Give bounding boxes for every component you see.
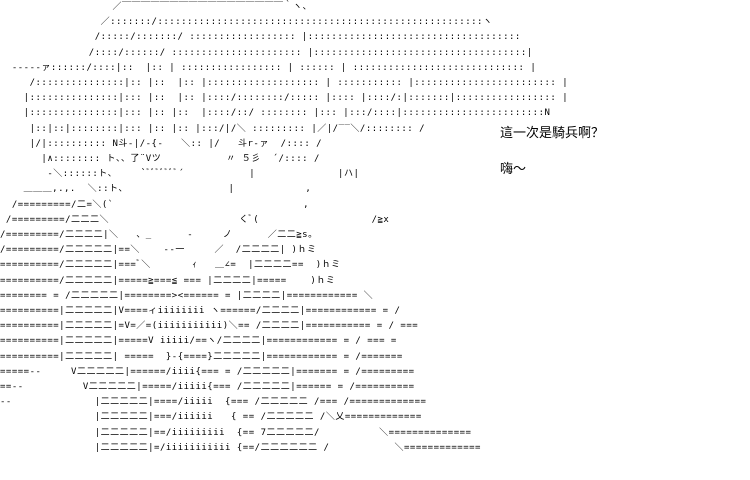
- ascii-art-line: /=========/二二二二二|==＼ ‐‐一 ／ /二二二二| )ｈミ: [0, 245, 317, 256]
- ascii-art-line: ==‐‐ V二二二二二|=====/iiiii{=== /二二二二二|=====…: [0, 382, 415, 393]
- ascii-art-line: =====‐‐ V二二二二二|======/iiii{=== = /二二二二二|…: [0, 366, 415, 377]
- ascii-art-line: ／￣￣￣￣￣￣￣￣￣￣￣￣￣￣￣￣￣｀ヽ、: [0, 2, 312, 12]
- ascii-art-line: |::|::|::::::::|::: |:: |:: |:::/|/＼ :::…: [0, 123, 426, 134]
- ascii-art-line: |二二二二二|=/iiiiiiiiiii {==/二二二二二二 / ＼=====…: [0, 442, 481, 453]
- ascii-art-line: ／:::::::/:::::::::::::::::::::::::::::::…: [0, 17, 493, 28]
- ascii-art-line: |:::::::::::::::|::: |:: |:: |::::/:::::…: [0, 93, 569, 104]
- ascii-art-line: ==========|二二二二二|=V=／=(iiiiiiiiiii)＼== /…: [0, 321, 419, 332]
- ascii-art-line: ==========|二二二二二|V====ィiiiiiiii ヽ======/…: [0, 306, 401, 317]
- ascii-art-line: |∧:::::::: ト、、了¨Vツ 〃 ５彡 ´/:::: /: [0, 154, 320, 165]
- ascii-art-line: /:::::::::::::::|:: |:: |:: |:::::::::::…: [0, 78, 569, 89]
- ascii-art-line: |:::::::::::::::|::: |:: |:: |::::/::/ :…: [0, 108, 551, 119]
- ascii-art-line: ==========/二二二二二|===ﾞ＼ ｨ ＿∠= |二二二二== )ｈミ: [0, 260, 341, 271]
- ascii-art-line: /:::::/:::::::/ :::::::::::::::::: |::::…: [0, 32, 521, 43]
- ascii-art-line: ==========/二二二二二|=====≧===≦ === |二二二二|==…: [0, 275, 336, 286]
- ascii-art-line: ＿＿＿,.,. ＼::ト、 | ,: [0, 184, 312, 195]
- ascii-art-line: /=========/二二二二|＼ 、_ ‐ ノ ／二二≧s。: [0, 230, 318, 241]
- ascii-art-line: ‐‐ |二二二二二|====/iiiii {=== /二二二二二 /=== /=…: [0, 397, 427, 408]
- ascii-art-line: |/|:::::::::: N斗‐|/‐{‐ ＼:: |/ 斗r‐ァ /::::…: [0, 138, 323, 149]
- ascii-art-figure: ／￣￣￣￣￣￣￣￣￣￣￣￣￣￣￣￣￣｀ヽ、 ／:::::::/:::::::::…: [0, 2, 569, 453]
- dialogue-line-1: 這一次是騎兵啊？: [500, 125, 605, 140]
- ascii-art-line: |二二二二二|==/iiiiiiiii {== 7二二二二二/ ＼=======…: [0, 427, 472, 438]
- ascii-art-line: /=========/二=＼(` ,: [0, 199, 310, 210]
- ascii-art-line: ==========|二二二二二|=====V iiiii/==ヽ/二二二二|=…: [0, 336, 397, 347]
- ascii-art-line: /::::/::::::/ :::::::::::::::::::::: |::…: [0, 47, 533, 58]
- ascii-art-line: /=========/二二二＼ くﾞ( /≧x: [0, 214, 390, 225]
- dialogue-line-2: 嗨～: [500, 161, 527, 176]
- ascii-art-line: ==========|二二二二二| ===== }‐{====}二二二二二|==…: [0, 351, 403, 362]
- ascii-art-line: ‐＼::::::ト、 `ﾞﾞﾞﾞﾞﾞﾞ´ | |ハ|: [0, 169, 360, 180]
- ascii-art-line: ======== = /二二二二二|========><====== = |二二…: [0, 290, 374, 301]
- ascii-art-line: ‐‐‐‐‐ァ::::::/::::|:: |:: | :::::::::::::…: [0, 62, 537, 73]
- ascii-art-line: |二二二二二|===/iiiiii { == /二二二二二 /＼乂=======…: [0, 412, 422, 423]
